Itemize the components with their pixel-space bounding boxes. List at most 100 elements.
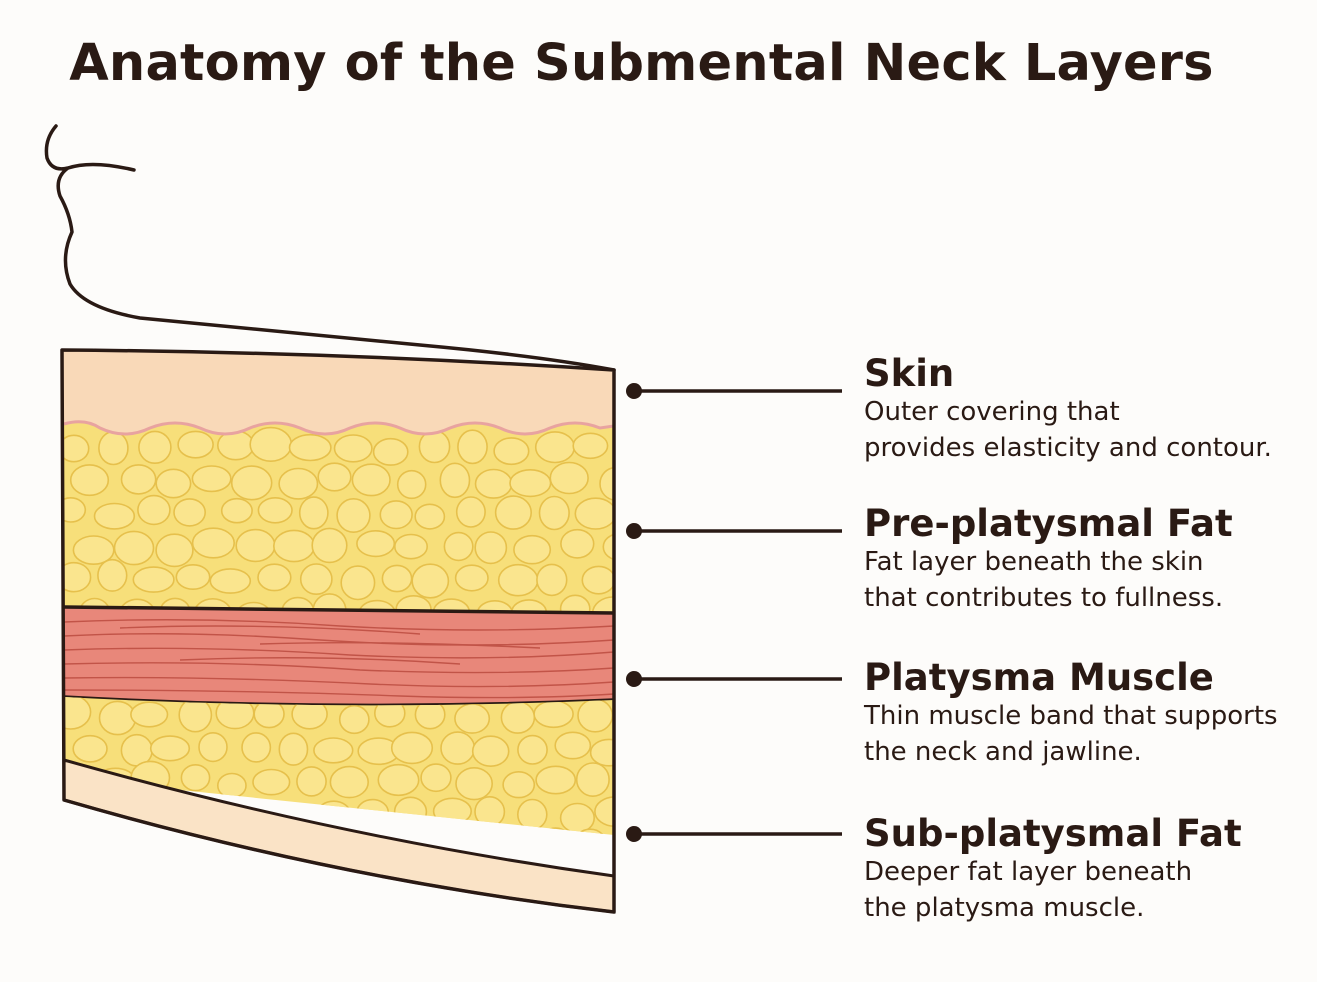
- fat-lobule: [130, 701, 169, 728]
- desc-line: that contributes to fullness.: [864, 583, 1224, 613]
- layer-desc-platysma-muscle: Thin muscle band that supports the neck …: [864, 698, 1304, 770]
- fat-lobule: [536, 563, 568, 597]
- fat-lobule: [311, 527, 348, 564]
- fat-lobule: [517, 734, 548, 765]
- fat-lobule: [420, 763, 452, 793]
- fat-lobule: [69, 464, 110, 497]
- fat-lobule: [516, 798, 548, 831]
- fat-lobule: [554, 731, 592, 760]
- fat-lobule: [414, 503, 446, 530]
- fat-lobule: [98, 430, 129, 466]
- fat-lobule: [235, 528, 276, 563]
- fat-lobule: [177, 430, 214, 459]
- fat-lobule: [64, 833, 87, 835]
- fat-lobule: [471, 735, 510, 768]
- fat-lobule: [180, 763, 211, 792]
- layer-name-pre-platysmal-fat: Pre-platysmal Fat: [864, 502, 1233, 545]
- fat-lobule: [379, 500, 413, 530]
- fat-lobule: [559, 802, 596, 834]
- fat-lobule: [313, 737, 354, 764]
- fat-lobule: [64, 561, 92, 593]
- fat-lobule: [278, 467, 319, 500]
- fat-lobule: [288, 433, 332, 462]
- fat-lobule: [296, 766, 327, 797]
- fat-lobule: [533, 699, 574, 729]
- fat-lobule: [149, 735, 191, 762]
- diagram-title: Anatomy of the Submental Neck Layers: [69, 34, 1214, 93]
- fat-lobule: [356, 798, 390, 827]
- fat-lobule: [340, 565, 376, 601]
- platysma-muscle-layer: [63, 605, 615, 708]
- fat-lobule: [333, 434, 373, 463]
- leader-pre-platysmal-fat: [626, 523, 842, 539]
- desc-line: Thin muscle band that supports: [864, 701, 1278, 731]
- fat-lobule: [175, 563, 211, 590]
- fat-lobule: [439, 462, 471, 499]
- fat-lobule: [411, 563, 450, 599]
- fat-lobule: [372, 437, 409, 466]
- leader-sub-platysmal-fat: [626, 826, 842, 842]
- fat-lobule: [390, 731, 434, 765]
- fat-lobule: [535, 765, 577, 795]
- fat-lobule: [572, 828, 609, 835]
- fat-lobule: [455, 496, 486, 528]
- fat-lobule: [577, 698, 614, 733]
- desc-line: provides elasticity and contour.: [864, 433, 1272, 463]
- fat-lobule: [252, 768, 291, 796]
- leader-skin: [626, 383, 842, 399]
- fat-lobule: [338, 704, 370, 735]
- fat-lobule: [241, 732, 272, 763]
- fat-lobule: [599, 466, 614, 501]
- pre-fat-lobules: [64, 426, 614, 613]
- fat-lobule: [575, 762, 610, 798]
- fat-lobule: [336, 497, 371, 533]
- desc-line: Fat layer beneath the skin: [864, 547, 1204, 577]
- fat-lobule: [454, 564, 489, 592]
- fat-lobule: [191, 465, 232, 493]
- fat-lobule: [299, 563, 333, 596]
- fat-lobule: [393, 796, 428, 827]
- fat-lobule: [272, 529, 315, 563]
- layer-desc-pre-platysmal-fat: Fat layer beneath the skin that contribu…: [864, 544, 1304, 616]
- layer-name-sub-platysmal-fat: Sub-platysmal Fat: [864, 812, 1242, 855]
- muscle-fibers: [64, 619, 614, 699]
- desc-line: Deeper fat layer beneath: [864, 857, 1193, 887]
- fat-lobule: [396, 469, 427, 500]
- fat-lobule: [64, 434, 90, 463]
- fat-lobule: [329, 765, 369, 799]
- fat-lobule: [99, 831, 132, 835]
- fat-lobule: [443, 531, 474, 562]
- fat-lobule: [539, 827, 572, 835]
- fat-lobule: [138, 834, 174, 835]
- fat-lobule: [209, 568, 252, 594]
- fat-lobule: [594, 796, 614, 828]
- fat-lobule: [278, 732, 309, 766]
- layer-desc-sub-platysmal-fat: Deeper fat layer beneath the platysma mu…: [864, 854, 1304, 926]
- fat-lobule: [602, 533, 614, 561]
- fat-lobule: [474, 468, 513, 499]
- skin-layer: [62, 350, 614, 434]
- fat-lobule: [502, 770, 536, 799]
- fat-lobule: [393, 533, 428, 560]
- fat-lobule: [93, 502, 136, 530]
- fat-lobule: [137, 494, 171, 526]
- fat-lobule: [178, 697, 213, 733]
- fat-lobule: [377, 763, 420, 797]
- desc-line: the neck and jawline.: [864, 737, 1142, 767]
- fat-lobule: [155, 533, 194, 568]
- layers-outline: [60, 348, 616, 914]
- fat-lobule: [216, 772, 247, 799]
- fat-lobule: [497, 563, 539, 597]
- label-sub-platysmal-fat: Sub-platysmal Fat Deeper fat layer benea…: [864, 814, 1304, 926]
- fat-lobule: [494, 495, 533, 530]
- fat-lobule: [440, 731, 476, 765]
- fat-lobule: [230, 465, 273, 501]
- fat-lobule: [500, 700, 536, 734]
- fat-lobule: [572, 432, 609, 460]
- fat-lobule: [351, 463, 391, 497]
- desc-line: Outer covering that: [864, 397, 1120, 427]
- fat-lobule: [513, 534, 552, 565]
- layer-desc-skin: Outer covering that provides elasticity …: [864, 394, 1304, 466]
- layer-name-skin: Skin: [864, 352, 955, 395]
